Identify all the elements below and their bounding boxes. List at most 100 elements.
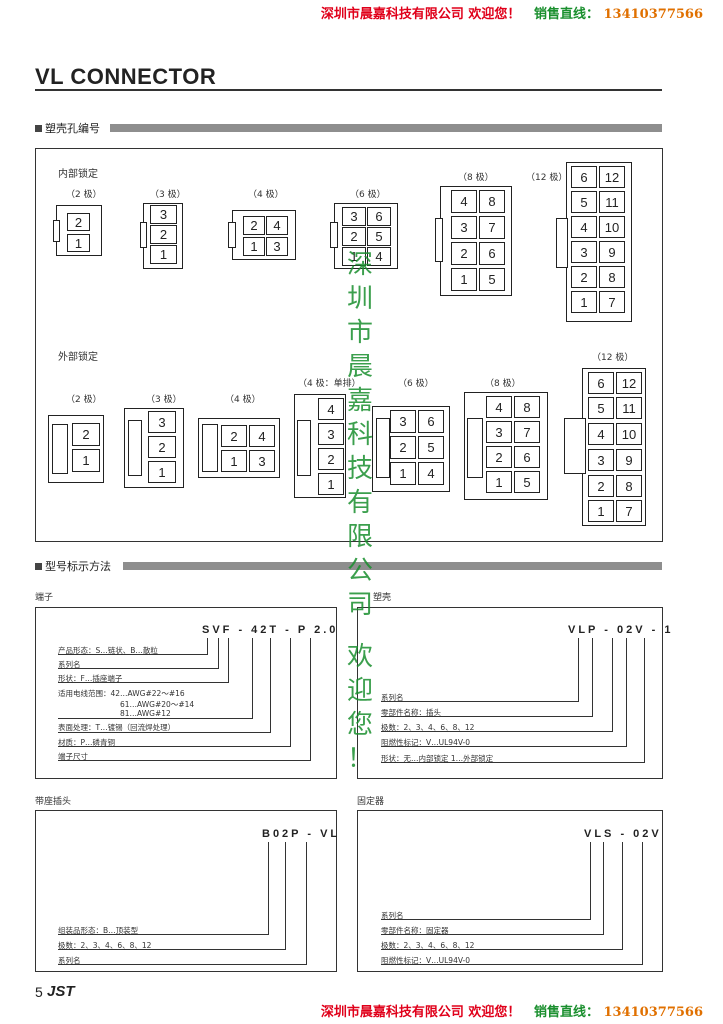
cavity: 3: [148, 411, 176, 433]
latch: [52, 424, 68, 474]
latch: [202, 424, 218, 472]
retainer-code: VLS - 02V: [584, 828, 662, 840]
header-box: [35, 810, 337, 972]
jst-logo: JST: [47, 983, 75, 1000]
desc-line: 极数：2、3、4、6、8、12: [381, 723, 475, 732]
housing-external-12p: [582, 368, 646, 526]
leader-line: [381, 964, 643, 965]
desc-line: 产品形态：S…链状、B…散粒: [58, 646, 158, 655]
desc-line: 组装品形态：B…顶装型: [58, 926, 139, 935]
cavity: 5: [588, 397, 614, 419]
banner-company: 深圳市晨嘉科技有限公司: [320, 7, 464, 22]
leader-line: [381, 716, 593, 717]
desc-line: 系列名: [381, 693, 404, 702]
leader-line: [603, 842, 604, 934]
vertical-watermark: 深 圳 市 晨 嘉 科 技 有 限 公 司 欢 迎 您 ！: [345, 248, 375, 776]
cavity: 3: [571, 241, 597, 263]
pole-label: （4 极：单排）: [298, 379, 361, 389]
cavity: 2: [451, 242, 477, 265]
watermark-char: 您: [346, 710, 373, 740]
watermark-char: 技: [346, 454, 373, 484]
leader-line: [381, 731, 613, 732]
cavity: 1: [342, 247, 366, 266]
cavity: 1: [221, 450, 247, 472]
watermark-char: 司: [346, 590, 373, 620]
cavity: 4: [571, 216, 597, 238]
cavity: 1: [390, 462, 416, 485]
leader-line: [58, 654, 208, 655]
banner-sales-label: 销售直线：: [533, 7, 599, 22]
pole-label: （12 极）: [592, 353, 634, 363]
latch: [128, 420, 142, 476]
cavity: 11: [616, 397, 642, 419]
leader-line: [58, 949, 286, 950]
retainer-heading: 固定器: [357, 797, 385, 807]
cavity: 6: [571, 166, 597, 188]
cavity: 12: [616, 372, 642, 394]
desc-line: 阻燃性标记：V…UL94V-0: [381, 738, 471, 747]
leader-line: [592, 638, 593, 716]
cavity: 7: [514, 421, 540, 443]
watermark-char: ！: [346, 744, 373, 774]
section-header-part-number: 型号标示方法: [35, 560, 662, 573]
header-heading: 带座插头: [35, 797, 72, 807]
section-title: 塑壳孔编号: [45, 122, 100, 135]
pole-label: （6 极）: [398, 379, 434, 389]
watermark-char: 公: [346, 556, 373, 586]
watermark-char: 有: [346, 488, 373, 518]
leader-line: [228, 638, 229, 682]
watermark-char: 市: [346, 318, 373, 348]
cavity: 8: [599, 266, 625, 288]
terminal-box: [35, 607, 337, 779]
leader-line: [58, 746, 291, 747]
cavity: 3: [266, 237, 288, 256]
cavity: 8: [514, 396, 540, 418]
header-code: B02P - VL: [262, 828, 341, 840]
cavity: 2: [571, 266, 597, 288]
leader-line: [381, 919, 591, 920]
cavity: 9: [616, 449, 642, 471]
cavity: 6: [514, 446, 540, 468]
leader-line: [590, 842, 591, 919]
desc-line: 系列名: [58, 956, 81, 965]
banner-company: 深圳市晨嘉科技有限公司: [320, 1005, 464, 1020]
pole-label: （2 极）: [66, 190, 102, 200]
leader-line: [642, 842, 643, 964]
cavity: 3: [390, 410, 416, 433]
desc-line: 材质：P…磷青铜: [58, 738, 116, 747]
section-header-numbering: 塑壳孔编号: [35, 122, 662, 135]
internal-lock-label: 内部锁定: [58, 169, 98, 180]
leader-line: [58, 732, 271, 733]
latch: [376, 418, 390, 478]
desc-line: 81…AWG#12: [120, 709, 171, 718]
watermark-char: 欢: [346, 642, 373, 672]
retainer-box: [357, 810, 663, 972]
leader-line: [268, 842, 269, 934]
cavity: 1: [318, 473, 344, 495]
banner-welcome: 欢迎您！: [468, 1005, 521, 1020]
banner-welcome: 欢迎您！: [468, 7, 521, 22]
cavity: 12: [599, 166, 625, 188]
leader-line: [381, 701, 579, 702]
cavity: 6: [479, 242, 505, 265]
cavity: 2: [148, 436, 176, 458]
desc-line: 端子尺寸: [58, 752, 88, 761]
desc-line: 适用电线范围：42…AWG#22～#16: [58, 689, 185, 698]
cavity: 9: [599, 241, 625, 263]
cavity: 6: [418, 410, 444, 433]
section-bar: [123, 562, 662, 570]
pole-label: （3 极）: [150, 190, 186, 200]
pole-label: （2 极）: [66, 395, 102, 405]
cavity: 10: [616, 423, 642, 445]
cavity: 3: [342, 207, 366, 226]
watermark-char: 科: [346, 420, 373, 450]
leader-line: [578, 638, 579, 701]
cavity: 1: [67, 234, 90, 252]
cavity: 2: [318, 448, 344, 470]
cavity: 5: [514, 471, 540, 493]
latch: [140, 222, 147, 248]
section-title: 型号标示方法: [45, 560, 111, 573]
leader-line: [381, 934, 604, 935]
watermark-char: 晨: [346, 352, 373, 382]
cavity: 1: [72, 449, 100, 472]
